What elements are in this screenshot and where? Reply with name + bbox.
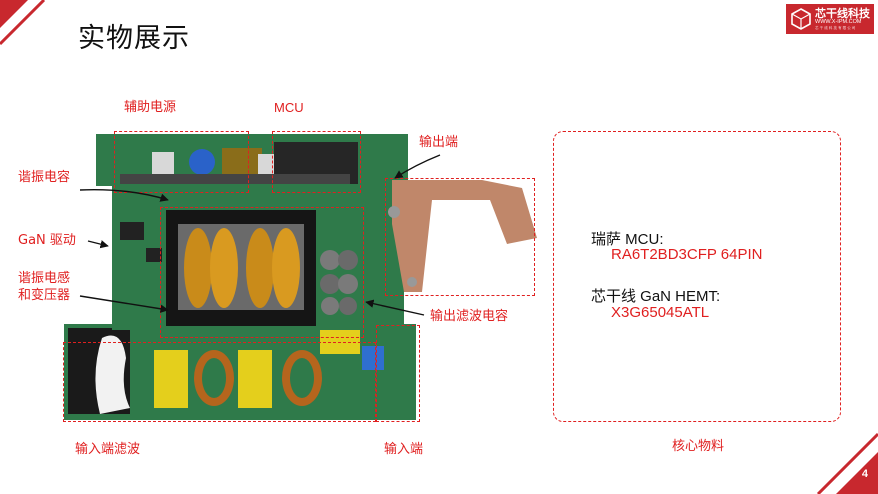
brand-name: 芯干线科技 xyxy=(815,7,870,20)
material-gan-value: X3G65045ATL xyxy=(611,304,710,321)
page-number: 4 xyxy=(861,468,868,480)
core-materials-box xyxy=(553,131,841,422)
label-input-filter: 输入端滤波 xyxy=(75,442,141,457)
material-mcu-heading: 瑞萨 MCU: xyxy=(591,231,664,248)
input-filter-region xyxy=(63,342,376,422)
material-gan-heading: 芯干线 GaN HEMT: xyxy=(591,288,721,305)
corner-decoration-bottom-right xyxy=(816,432,878,494)
label-mcu: MCU xyxy=(274,100,304,115)
label-resonant-cap: 谐振电容 xyxy=(18,170,71,185)
label-aux-power: 辅助电源 xyxy=(124,100,177,115)
label-input-port: 输入端 xyxy=(384,442,424,457)
material-mcu-value: RA6T2BD3CFP 64PIN xyxy=(611,246,763,263)
corner-decoration-top-left xyxy=(0,0,46,46)
output-port-region xyxy=(385,178,535,296)
brand-url: WWW.X-IPM.COM xyxy=(815,19,862,25)
label-gan-driver: GaN 驱动 xyxy=(18,233,76,248)
transformer-region xyxy=(160,207,364,338)
label-output-filter-cap: 输出滤波电容 xyxy=(430,309,509,324)
label-resonant-inductor-line1: 谐振电感 xyxy=(18,271,71,286)
mcu-region xyxy=(272,131,361,193)
input-port-region xyxy=(376,325,420,422)
page-title: 实物展示 xyxy=(78,23,190,54)
label-core-materials: 核心物料 xyxy=(672,439,725,454)
brand-cube-icon xyxy=(791,8,811,30)
brand-logo: 芯干线科技 WWW.X-IPM.COM 芯 干 线 科 技 有 限 公 司 xyxy=(786,4,874,34)
label-output-port: 输出端 xyxy=(419,135,459,150)
aux-power-region xyxy=(114,131,249,193)
label-resonant-inductor-line2: 和变压器 xyxy=(18,288,71,303)
brand-tagline: 芯 干 线 科 技 有 限 公 司 xyxy=(815,25,856,30)
